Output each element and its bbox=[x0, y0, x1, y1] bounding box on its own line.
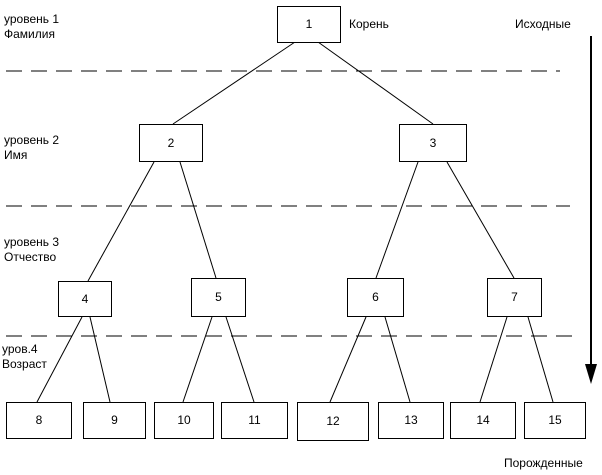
level-2-number: уровень 2 bbox=[4, 133, 60, 147]
edge-3-7 bbox=[446, 161, 515, 279]
edge-6-13 bbox=[384, 316, 411, 403]
tree-node-13: 13 bbox=[378, 402, 444, 439]
tree-node-15: 15 bbox=[524, 402, 586, 439]
tree-node-6: 6 bbox=[347, 278, 404, 317]
tree-node-1: 1 bbox=[277, 6, 341, 43]
tree-node-10: 10 bbox=[154, 402, 214, 439]
level-2-label: уровень 2 Имя bbox=[4, 133, 59, 163]
edge-2-4 bbox=[87, 161, 155, 282]
level-3-label: уровень 3 Отчество bbox=[4, 235, 59, 265]
edge-6-12 bbox=[329, 316, 367, 403]
edge-1-3 bbox=[317, 41, 434, 125]
direction-top-label: Исходные bbox=[515, 17, 571, 31]
level-4-attribute: Возраст bbox=[2, 357, 47, 371]
edge-5-11 bbox=[225, 316, 255, 403]
edge-4-9 bbox=[89, 316, 111, 403]
tree-node-4: 4 bbox=[58, 281, 112, 317]
tree-node-3: 3 bbox=[399, 124, 467, 162]
level-2-attribute: Имя bbox=[4, 148, 28, 162]
tree-node-8: 8 bbox=[6, 402, 72, 439]
tree-node-2: 2 bbox=[139, 124, 203, 162]
level-4-label: уров.4 Возраст bbox=[2, 342, 47, 372]
level-1-number: уровень 1 bbox=[4, 12, 60, 26]
edge-5-10 bbox=[182, 316, 213, 403]
root-label: Корень bbox=[349, 17, 389, 31]
edge-1-2 bbox=[172, 41, 296, 125]
edge-3-6 bbox=[375, 161, 419, 279]
tree-node-12: 12 bbox=[297, 402, 369, 441]
edge-7-14 bbox=[479, 316, 508, 403]
tree-node-7: 7 bbox=[487, 278, 542, 317]
arrow-down-icon bbox=[585, 364, 597, 384]
level-1-label: уровень 1 Фамилия bbox=[4, 12, 59, 42]
edge-7-15 bbox=[527, 316, 554, 403]
tree-node-14: 14 bbox=[450, 402, 516, 439]
level-3-attribute: Отчество bbox=[4, 250, 57, 264]
level-4-number: уров.4 bbox=[2, 342, 38, 356]
tree-node-11: 11 bbox=[221, 402, 288, 439]
edge-4-8 bbox=[36, 316, 83, 403]
direction-bottom-label: Порожденные bbox=[504, 456, 583, 470]
level-1-attribute: Фамилия bbox=[4, 27, 55, 41]
edge-2-5 bbox=[179, 161, 217, 279]
level-3-number: уровень 3 bbox=[4, 235, 60, 249]
tree-node-9: 9 bbox=[83, 402, 146, 439]
tree-node-5: 5 bbox=[191, 278, 246, 317]
